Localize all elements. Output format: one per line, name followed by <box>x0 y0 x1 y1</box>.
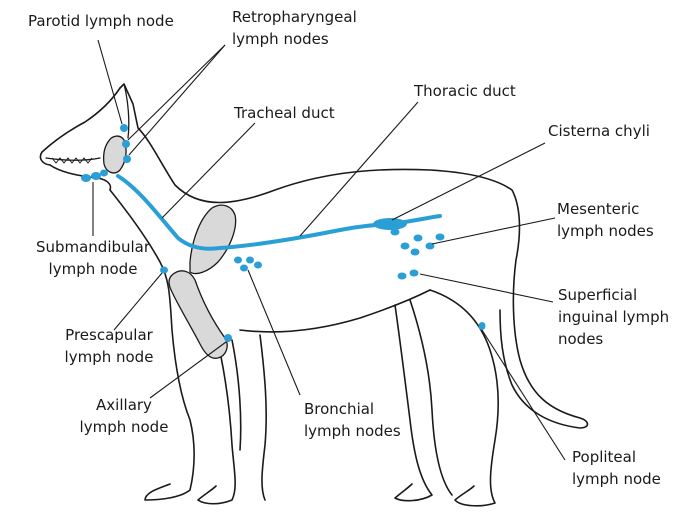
submandibular-node <box>81 174 91 182</box>
label-axillary-lymph-node: Axillary lymph node <box>74 394 174 438</box>
label-line: lymph node <box>44 346 174 368</box>
mesenteric-node <box>436 234 445 241</box>
bronchial-node <box>246 257 254 264</box>
label-line: lymph node <box>74 416 174 438</box>
label-line: Submandibular <box>8 236 178 258</box>
retropharyngeal-node <box>123 155 131 163</box>
popliteal-node <box>479 322 486 330</box>
label-cisterna-chyli: Cisterna chyli <box>548 120 650 142</box>
parotid-node <box>120 124 128 132</box>
label-parotid-lymph-node: Parotid lymph node <box>28 10 174 32</box>
label-line: Cisterna chyli <box>548 120 650 142</box>
bronchial-node <box>254 262 262 269</box>
submandibular-node <box>91 172 101 180</box>
bronchial-node <box>240 265 248 272</box>
label-line: Popliteal <box>572 446 661 468</box>
retropharyngeal-node <box>122 140 130 148</box>
label-line: Parotid lymph node <box>28 10 174 32</box>
cisterna-chyli-shape <box>373 218 407 230</box>
axillary-node <box>224 334 232 342</box>
label-line: nodes <box>558 328 669 350</box>
label-mesenteric-lymph-nodes: Mesenteric lymph nodes <box>557 198 654 242</box>
label-popliteal-lymph-node: Popliteal lymph node <box>572 446 661 490</box>
label-superficial-inguinal-lymph-nodes: Superficial inguinal lymph nodes <box>558 284 669 350</box>
mesenteric-node <box>411 249 420 256</box>
label-line: Thoracic duct <box>414 80 516 102</box>
humerus-bone <box>169 271 227 358</box>
label-line: inguinal lymph <box>558 306 669 328</box>
leader-mesenteric <box>432 218 555 244</box>
superficial-inguinal-node <box>410 270 419 277</box>
label-line: Mesenteric <box>557 198 654 220</box>
label-line: lymph node <box>572 468 661 490</box>
superficial-inguinal-node <box>398 273 407 280</box>
leader-inguinal <box>420 274 553 302</box>
mesenteric-node <box>414 235 423 242</box>
leader-cisterna <box>392 143 545 220</box>
label-bronchial-lymph-nodes: Bronchial lymph nodes <box>304 398 401 442</box>
mesenteric-node <box>401 243 410 250</box>
label-thoracic-duct: Thoracic duct <box>414 80 516 102</box>
submandibular-node <box>100 170 108 177</box>
label-line: lymph nodes <box>557 220 654 242</box>
label-line: Tracheal duct <box>234 102 335 124</box>
leader-prescapular <box>114 273 162 330</box>
bronchial-node <box>234 257 242 264</box>
leader-tracheal <box>162 123 255 218</box>
label-line: lymph nodes <box>232 28 357 50</box>
label-line: lymph node <box>8 258 178 280</box>
leader-parotid <box>98 40 122 124</box>
scapula-bone <box>190 205 236 273</box>
label-line: Bronchial <box>304 398 401 420</box>
label-line: Axillary <box>74 394 174 416</box>
leader-bronchial <box>248 270 300 395</box>
mesenteric-node <box>391 229 400 236</box>
label-prescapular-lymph-node: Prescapular lymph node <box>44 324 174 368</box>
label-line: Retropharyngeal <box>232 6 357 28</box>
mandible-bone <box>104 136 126 173</box>
label-line: lymph nodes <box>304 420 401 442</box>
label-retropharyngeal-lymph-nodes: Retropharyngeal lymph nodes <box>232 6 357 50</box>
label-tracheal-duct: Tracheal duct <box>234 102 335 124</box>
leader-retro-2 <box>129 45 225 155</box>
label-line: Superficial <box>558 284 669 306</box>
label-line: Prescapular <box>44 324 174 346</box>
label-submandibular-lymph-node: Submandibular lymph node <box>8 236 178 280</box>
leader-retro-1 <box>128 45 225 140</box>
